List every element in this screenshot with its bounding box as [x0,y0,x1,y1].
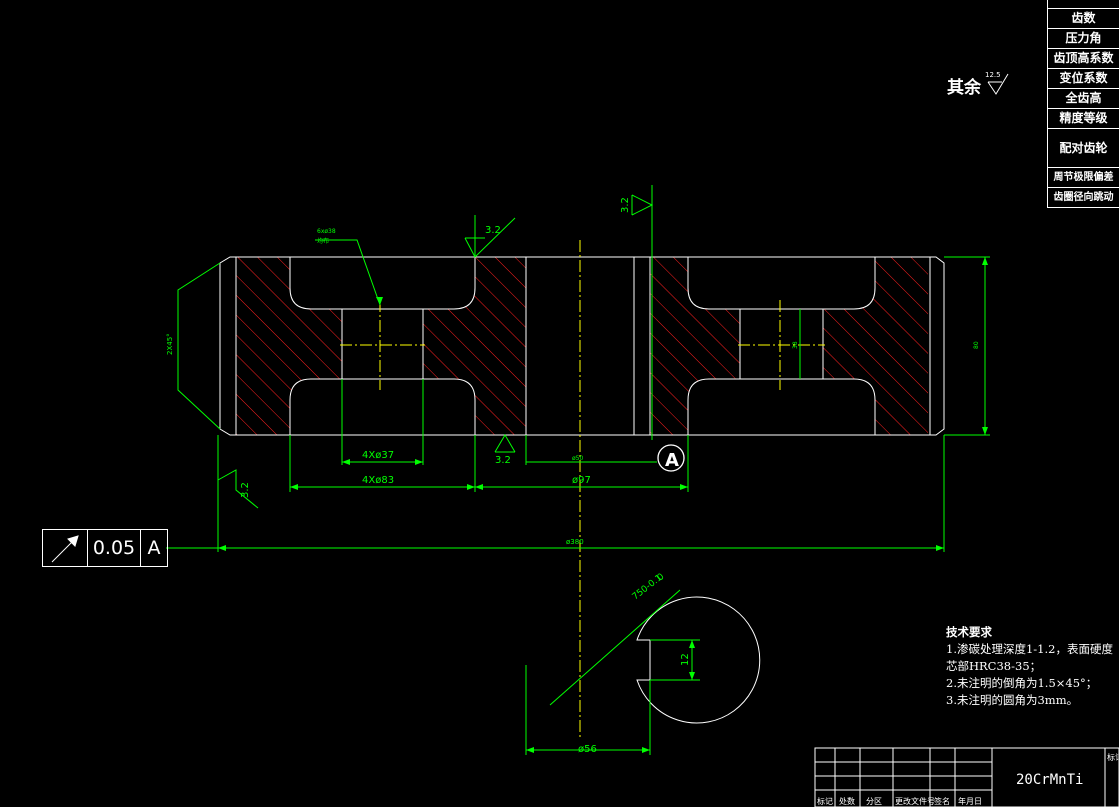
roughness-note-label: 其余 [947,78,981,98]
param-runout: 齿圈径向跳动 [1047,187,1119,208]
datum-circle [657,444,685,472]
roughness-value-3: 3.2 [495,455,511,466]
arrowheads [218,257,988,753]
roughness-symbols [217,194,654,509]
tech-item-4: 3.未注明的圆角为3mm。 [946,693,1079,707]
title-block-grid [814,747,1119,807]
param-shift-coef: 变位系数 [1047,68,1119,89]
roughness-note-value: 12.5 [985,71,1001,79]
parameter-table: 齿数 压力角 齿顶高系数 变位系数 全齿高 精度等级 配对齿轮 周节极限偏差 齿… [1047,0,1119,208]
dim-hub-diameter: ø97 [572,475,591,486]
tolerance-value: 0.05 [88,530,141,566]
note-hole-2: 均布 [317,237,329,245]
dim-section-depth-0: 0 [656,572,667,584]
tolerance-symbol-cell [43,530,88,566]
tech-title: 技术要求 [946,625,992,639]
tolerance-frame: 0.05 A [42,529,168,567]
param-teeth: 齿数 [1047,8,1119,29]
param-mating-gear: 配对齿轮 [1047,128,1119,168]
param-pitch-deviation: 周节极限偏差 [1047,167,1119,188]
tb-signature: 签名 [934,797,950,806]
tb-mark: 标记 [817,797,833,806]
dim-holes-small: 4Xø37 [362,450,394,461]
datum-label: A [665,450,679,471]
tolerance-datum: A [147,537,161,559]
dimension-lines [166,185,990,755]
dim-vertical-inner: 38 [792,341,799,349]
tb-change-doc: 更改文件号 [895,797,935,806]
runout-arrow-icon [51,535,79,563]
part-outline [219,256,945,724]
dim-keyway-width: 12 [680,653,691,666]
tb-side-label: 标记 [1107,753,1119,762]
param-pressure-angle: 压力角 [1047,28,1119,49]
centerlines [340,240,825,740]
tb-date: 年月日 [958,797,982,806]
dim-vertical-right: 80 [973,341,980,349]
tech-item-2: 芯部HRC38-35； [946,659,1042,673]
technical-requirements: 技术要求 1.渗碳处理深度1-1.2，表面硬度 芯部HRC38-35； 2.未注… [946,624,1119,709]
dim-holes-large: 4Xø83 [362,475,394,486]
dim-overall: ø380 [566,538,584,546]
tech-item-1: 1.渗碳处理深度1-1.2，表面硬度 [946,642,1113,656]
roughness-value-1: 3.2 [485,225,501,236]
note-hole: 6xø38 [317,228,336,235]
material-label: 20CrMnTi [1016,772,1084,788]
param-tooth-height: 全齿高 [1047,88,1119,109]
param-addendum-coef: 齿顶高系数 [1047,48,1119,69]
dim-section-diameter: ø56 [578,744,597,755]
roughness-note-symbol [987,73,1009,95]
param-accuracy: 精度等级 [1047,108,1119,129]
dim-bore-small: ø50 [572,455,583,462]
tech-item-3: 2.未注明的倒角为1.5×45°； [946,676,1098,690]
dim-chamfer: 2X45° [166,333,174,355]
tb-zone: 分区 [866,797,882,806]
roughness-value-4: 3.2 [240,482,251,498]
tb-count: 处数 [839,797,855,806]
roughness-value-2: 3.2 [620,197,631,213]
dim-section-depth-1: 750-0.1 [631,573,665,602]
